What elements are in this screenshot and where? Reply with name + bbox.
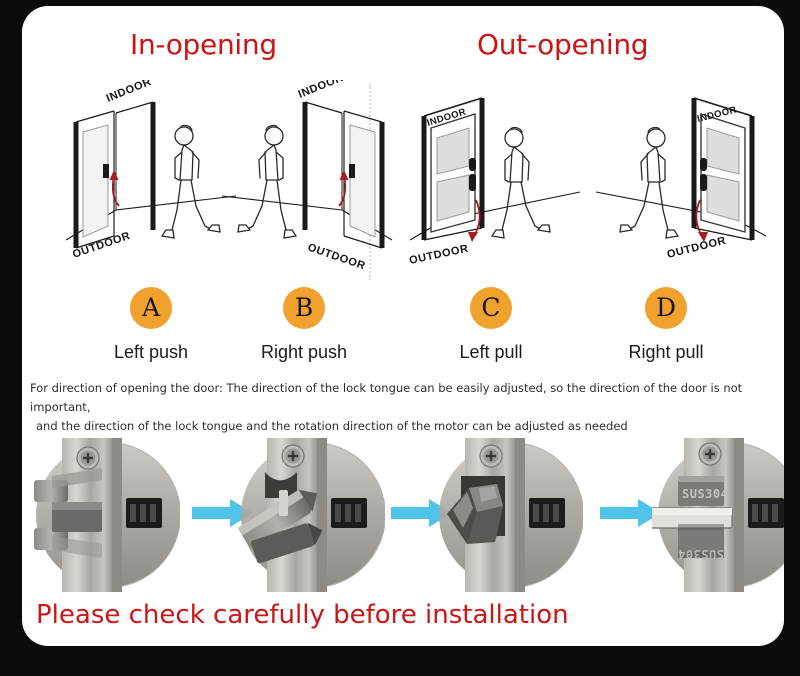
door-diagram-a: INDOOR OUTDOOR: [56, 80, 246, 276]
svg-text:OUTDOOR: OUTDOOR: [306, 241, 367, 272]
svg-text:INDOOR: INDOOR: [105, 80, 154, 105]
process-arrow-1: [192, 498, 254, 528]
lock-engraving-text: SUS304: [682, 487, 728, 501]
lock-photo-step-4: SUS304 SUS304: [652, 432, 784, 598]
caption-b: Right push: [260, 342, 348, 362]
svg-text:SUS304: SUS304: [678, 547, 724, 561]
badge-c: C: [470, 287, 512, 329]
badge-a: A: [130, 287, 172, 329]
door-diagram-d: INDOOR OUTDOOR: [582, 80, 772, 276]
lock-photo-step-2: [235, 432, 385, 598]
svg-text:INDOOR: INDOOR: [297, 80, 346, 101]
note-line-1: For direction of opening the door: The d…: [30, 381, 743, 414]
process-arrow-2: [391, 498, 453, 528]
badge-d: D: [645, 287, 687, 329]
out-opening-title: Out-opening: [477, 28, 649, 61]
note-line-2: and the direction of the lock tongue and…: [36, 419, 628, 433]
svg-text:OUTDOOR: OUTDOOR: [666, 235, 728, 261]
process-arrow-3: [600, 498, 662, 528]
svg-text:OUTDOOR: OUTDOOR: [71, 230, 132, 261]
instruction-card: In-opening Out-opening: [22, 6, 784, 646]
lock-photo-step-1: [30, 432, 180, 598]
warning-text: Please check carefully before installati…: [36, 600, 569, 630]
caption-a: Left push: [113, 342, 189, 362]
caption-d: Right pull: [628, 342, 704, 362]
caption-c: Left pull: [459, 342, 523, 362]
lock-photo-step-3: [433, 432, 583, 598]
door-diagram-c: INDOOR OUTDOOR: [404, 80, 594, 276]
in-opening-title: In-opening: [130, 28, 277, 61]
installation-note: For direction of opening the door: The d…: [30, 379, 782, 436]
door-diagram-b: INDOOR OUTDOOR: [212, 80, 402, 276]
badge-b: B: [283, 287, 325, 329]
svg-text:OUTDOOR: OUTDOOR: [408, 243, 470, 267]
